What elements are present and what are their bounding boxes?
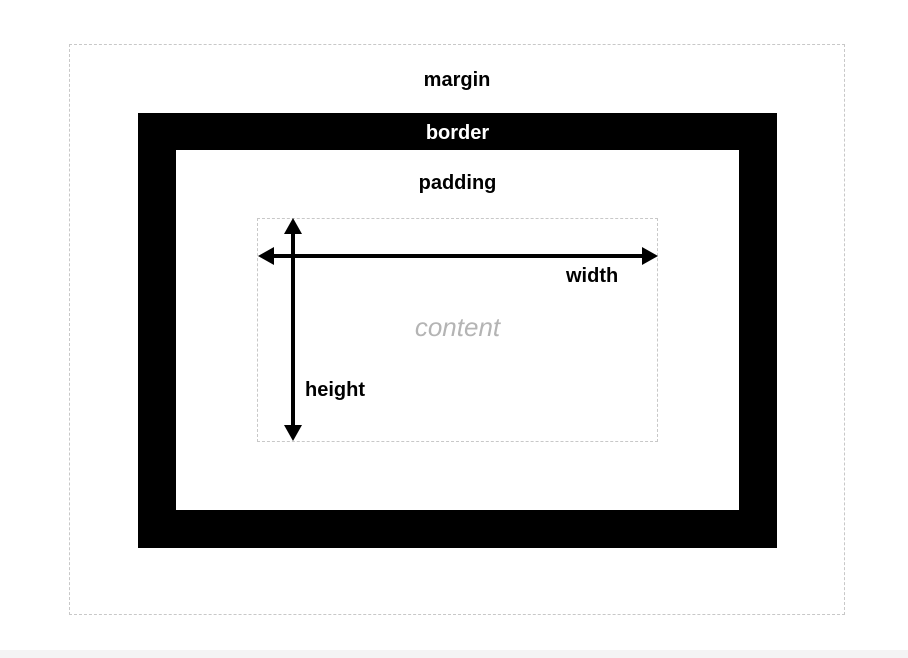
- width-label: width: [566, 265, 619, 287]
- content-label: content: [414, 312, 501, 342]
- border-label: border: [425, 122, 490, 144]
- height-label: height: [305, 379, 365, 401]
- margin-box: [69, 44, 845, 615]
- padding-box: [176, 150, 739, 510]
- margin-label: margin: [423, 69, 491, 91]
- content-box: [257, 218, 658, 442]
- height-arrow: [284, 218, 302, 441]
- bottom-edge-strip: [0, 650, 908, 658]
- padding-label: padding: [418, 172, 497, 194]
- width-arrow: [258, 247, 658, 265]
